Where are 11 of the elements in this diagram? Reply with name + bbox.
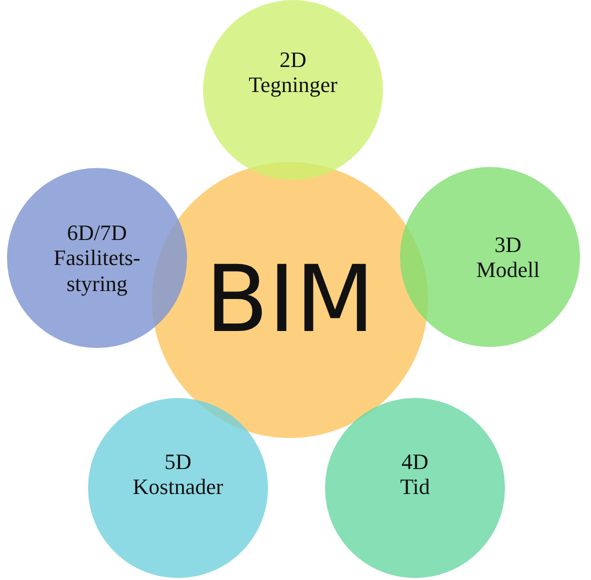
dimension-label: 6D/7D [67, 220, 127, 246]
dimension-label: 4D [402, 448, 428, 474]
dimension-label: 3D [494, 232, 522, 257]
topic-label: Fasilitets-styring [52, 245, 142, 296]
topic-label: Tegninger [248, 72, 338, 98]
topic-label: Kostnader [132, 474, 224, 500]
topic-label: Modell [476, 257, 540, 282]
dimension-label: 5D [164, 448, 192, 474]
topic-label: Tid [400, 474, 430, 500]
dimension-label: 2D [280, 46, 306, 72]
center-label: BIM [205, 254, 375, 346]
